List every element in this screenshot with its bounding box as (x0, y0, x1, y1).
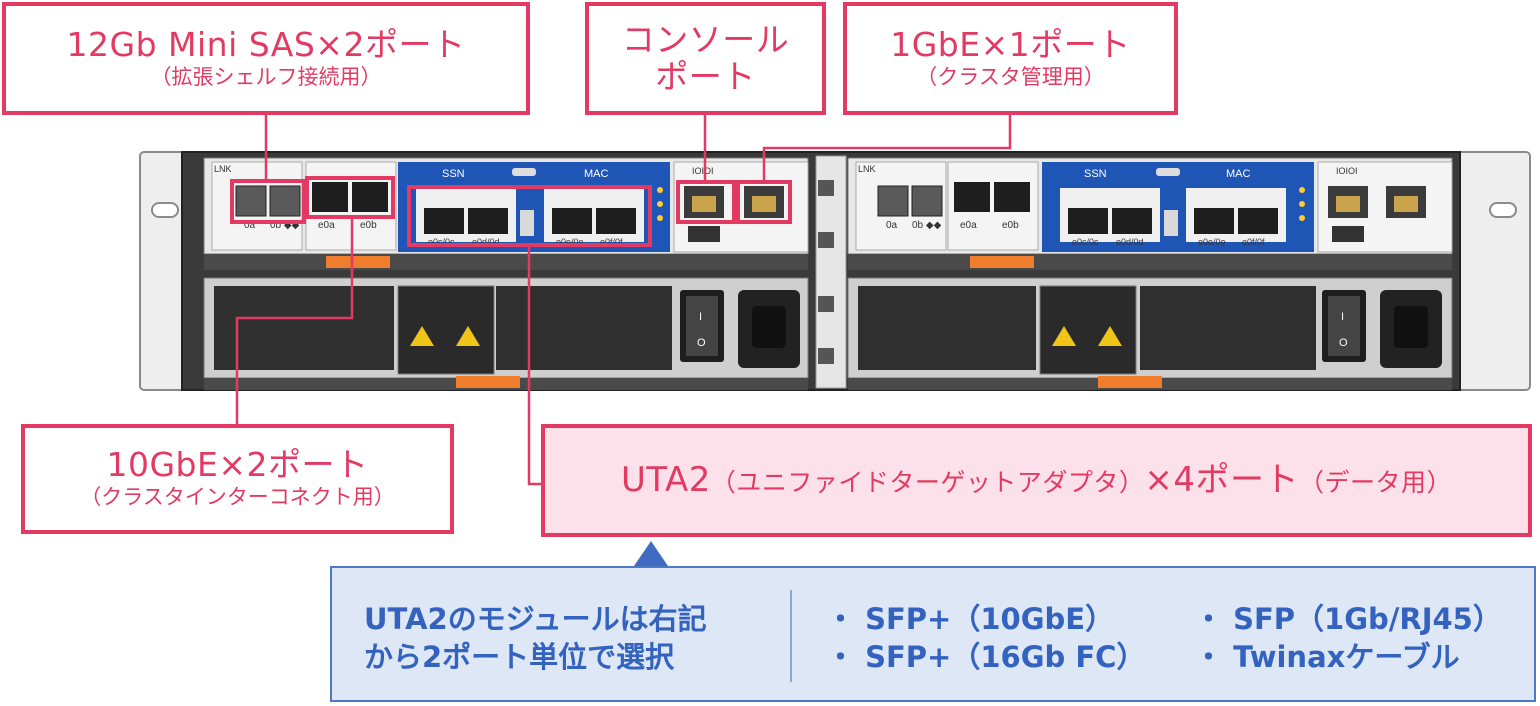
option-twinax-cable: ・ Twinaxケーブル (1194, 640, 1460, 674)
uta2-options-note-line1: UTA2のモジュールは右記 (364, 602, 707, 636)
callout-cluster-interconnect-title: 10GbE×2ポート (106, 445, 369, 485)
callout-console: コンソール ポート (585, 2, 826, 115)
port-e0c-label-2: e0c/0c (1072, 237, 1099, 247)
psu-1-switch-off: O (697, 337, 706, 349)
psu-1-release-handle[interactable] (456, 376, 520, 388)
controller-1-release-handle[interactable] (326, 256, 390, 268)
controller-2: LNK 0a 0b ◆◆ e0a e0b SSN MAC e0c/0c e0d/… (847, 157, 1453, 390)
port-e0b-2[interactable] (994, 182, 1030, 212)
callout-uta2-title: UTA2（ユニファイドターゲットアダプタ）×4ポート（データ用） (621, 461, 1452, 499)
port-e0b-label-2: e0b (1002, 220, 1019, 231)
callout-uta2-name: UTA2 (620, 460, 711, 501)
port-e0f-label: e0f/0f (600, 237, 623, 247)
uta2-options-column-2: ・ SFP（1Gb/RJ45） ・ Twinaxケーブル (1194, 600, 1502, 676)
highlight-sas (230, 179, 306, 224)
console-label: IOIOI (692, 166, 714, 176)
port-e0b[interactable] (352, 182, 388, 212)
port-e0d-label-2: e0d/0d (1116, 237, 1144, 247)
leader-mgmt (762, 115, 1012, 182)
callout-sas-title: 12Gb Mini SAS×2ポート (66, 24, 466, 64)
port-e0f[interactable] (596, 208, 636, 234)
sas-port-0a[interactable] (235, 185, 267, 217)
callout-cluster-interconnect: 10GbE×2ポート （クラスタインターコネクト用） (21, 424, 454, 534)
option-sfp-10gbe: ・ SFP+（10GbE） (826, 602, 1115, 636)
callout-cluster-mgmt-subtitle: （クラスタ管理用） (916, 64, 1105, 89)
callout-sas-subtitle: （拡張シェルフ接続用） (150, 64, 382, 89)
uta2-options-note-line2: から2ポート単位で選択 (364, 640, 675, 674)
port-e0f-label-2: e0f/0f (1242, 237, 1265, 247)
port-e0c-2[interactable] (1068, 208, 1108, 234)
port-e0f-2[interactable] (1238, 208, 1278, 234)
port-e0e-label-2: e0e/0e (1198, 237, 1226, 247)
sas-port-0b-label-2: 0b ◆◆ (912, 220, 942, 231)
ssn-label-2: SSN (1084, 168, 1107, 180)
port-e0e[interactable] (552, 208, 592, 234)
controller-2-release-handle[interactable] (970, 256, 1034, 268)
sas-port-0b[interactable] (269, 185, 301, 217)
psu-2-release-handle[interactable] (1098, 376, 1162, 388)
mac-label: MAC (584, 168, 609, 180)
uta2-options-column-1: ・ SFP+（10GbE） ・ SFP+（16Gb FC） (826, 600, 1145, 676)
sas-link-label-2: LNK (858, 164, 876, 174)
uta2-options-panel: UTA2のモジュールは右記 から2ポート単位で選択 ・ SFP+（10GbE） … (330, 566, 1536, 702)
console-label-2: IOIOI (1336, 166, 1358, 176)
port-e0e-label: e0e/0e (556, 237, 584, 247)
leader-10gbe (235, 217, 354, 424)
callout-cluster-mgmt-title: 1GbE×1ポート (890, 24, 1131, 64)
controller-1: LNK 0a 0b ◆◆ e0a e0b SSN MAC e0c/0c e0d/… (203, 157, 809, 390)
sas-port-0b-2[interactable] (911, 185, 943, 217)
info-panel-pointer (634, 541, 668, 566)
info-panel-divider (790, 590, 792, 682)
sas-port-0b-label: 0b ◆◆ (270, 220, 300, 231)
callout-uta2-paren1: （ユニファイドターゲットアダプタ） (710, 468, 1145, 498)
mac-label-2: MAC (1226, 168, 1251, 180)
leader-uta2 (527, 245, 544, 486)
psu-2-switch-off: O (1339, 337, 1348, 349)
callout-uta2-count: ×4ポート (1144, 460, 1300, 501)
port-e0c-label: e0c/0c (428, 237, 455, 247)
port-e0c[interactable] (424, 208, 464, 234)
port-e0a-label: e0a (318, 220, 335, 231)
callout-cluster-interconnect-subtitle: （クラスタインターコネクト用） (80, 485, 395, 510)
port-e0a[interactable] (312, 182, 348, 212)
psu-1-switch-on: I (699, 311, 702, 323)
callout-uta2: UTA2（ユニファイドターゲットアダプタ）×4ポート（データ用） (541, 424, 1532, 537)
ssn-label: SSN (442, 168, 465, 180)
sas-port-0a-label-2: 0a (886, 220, 898, 231)
port-e0d-label: e0d/0d (472, 237, 500, 247)
sas-link-label: LNK (214, 164, 232, 174)
callout-console-line1: コンソール (621, 19, 790, 59)
port-e0d[interactable] (468, 208, 508, 234)
port-e0a-label-2: e0a (960, 220, 977, 231)
sas-port-0a-2[interactable] (877, 185, 909, 217)
callout-uta2-paren2: （データ用） (1299, 468, 1453, 498)
port-e0a-2[interactable] (954, 182, 990, 212)
callout-cluster-mgmt: 1GbE×1ポート （クラスタ管理用） (843, 2, 1178, 115)
option-sfp-1gb-rj45: ・ SFP（1Gb/RJ45） (1194, 602, 1502, 636)
usb-port[interactable] (688, 226, 720, 242)
port-e0e-2[interactable] (1194, 208, 1234, 234)
psu-2-switch-on: I (1341, 311, 1344, 323)
callout-sas: 12Gb Mini SAS×2ポート （拡張シェルフ接続用） (2, 2, 530, 115)
port-e0d-2[interactable] (1112, 208, 1152, 234)
callout-console-line2: ポート (655, 56, 756, 96)
usb-port-2[interactable] (1332, 226, 1364, 242)
leader-lines (235, 115, 1012, 486)
option-sfp-16gbfc: ・ SFP+（16Gb FC） (826, 640, 1146, 674)
uta2-options-note: UTA2のモジュールは右記 から2ポート単位で選択 (364, 600, 707, 676)
port-e0b-label: e0b (360, 220, 377, 231)
rack-ear-right (1451, 151, 1531, 391)
highlight-10gbe (305, 176, 395, 219)
sas-port-0a-label: 0a (244, 220, 256, 231)
